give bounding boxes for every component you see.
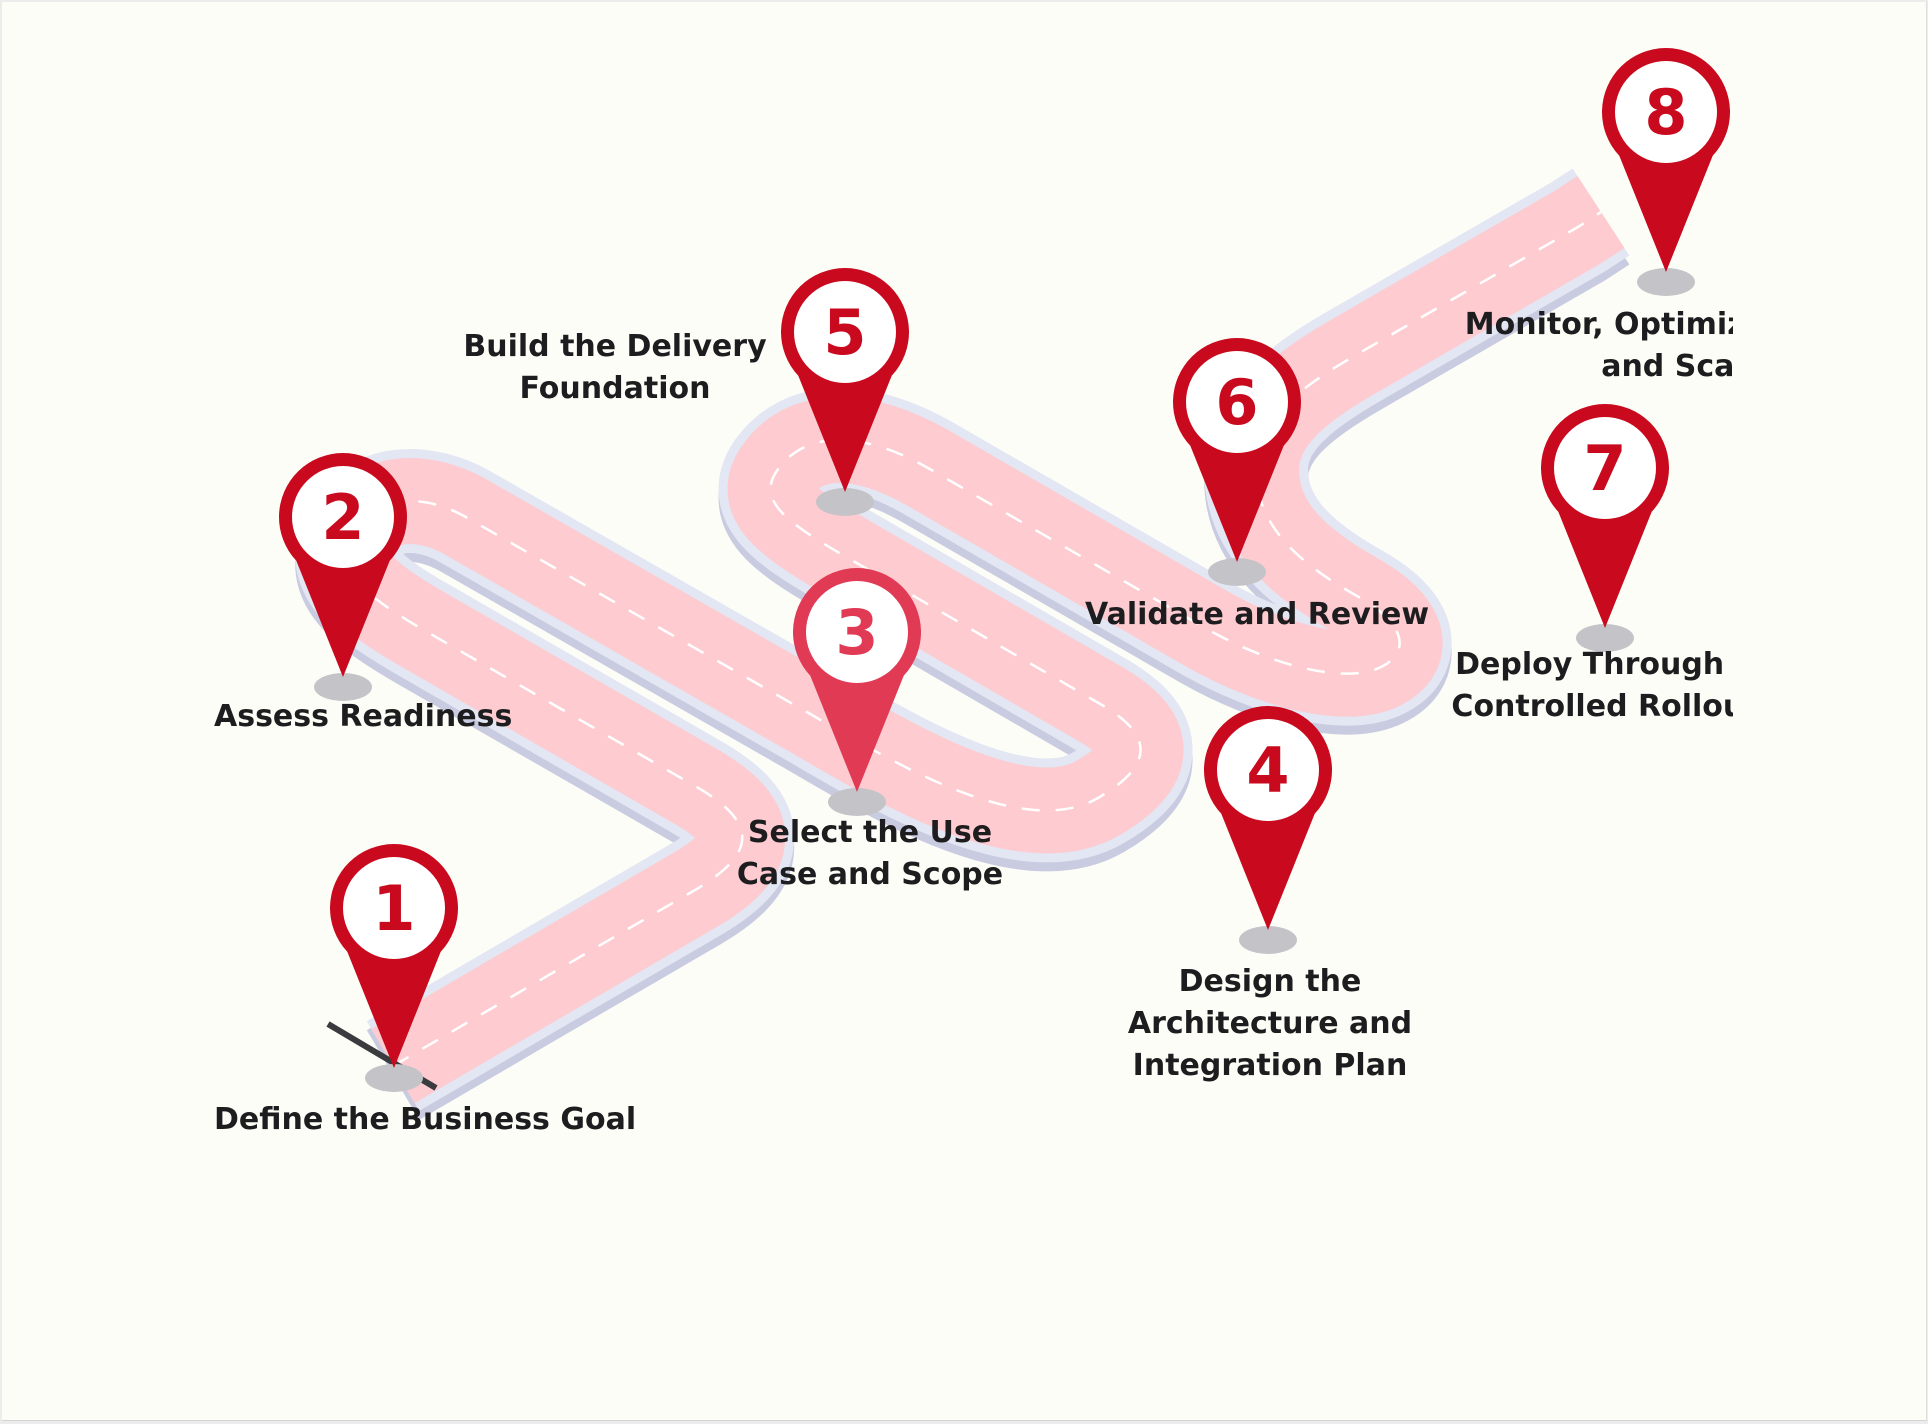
step-6-pin: 6 [1173,338,1301,586]
step-8-pin: 8 [1602,48,1731,296]
step-5-label: Build the Delivery Foundation [463,329,767,406]
pin-shadow [1239,926,1297,954]
pin-shadow [1576,624,1634,652]
winding-road: 1 2 3 4 5 6 7 8 [279,48,1731,1120]
step-2-label: Assess Readiness [214,699,513,734]
roadmap-frame: 1 2 3 4 5 6 7 8 Define the Business Goal Assess… [2,2,1733,1420]
pin-disc [1554,417,1656,519]
step-number: 6 [1215,366,1258,439]
pin-disc [794,281,896,383]
step-4-label: Design the Architecture and Integration … [1127,964,1413,1083]
pin-disc [292,466,394,568]
step-number: 4 [1246,734,1289,807]
step-number: 5 [823,296,866,369]
pin-disc [1615,61,1717,163]
step-5-pin: 5 [781,268,910,516]
pin-disc [343,857,445,959]
step-7-label: Deploy Through a Controlled Rollout [1451,647,1733,724]
step-1-pin: 1 [330,844,459,1092]
step-8-label: Monitor, Optimize and Scale [1464,307,1733,384]
pin-shadow [314,673,372,701]
step-number: 1 [372,872,415,945]
step-number: 2 [321,481,364,554]
step-4-pin: 4 [1204,706,1333,954]
step-1-label: Define the Business Goal [214,1102,637,1137]
step-6-label: Validate and Review [1085,597,1430,632]
step-number: 7 [1583,432,1626,505]
pins-layer: 1 2 3 4 5 6 7 8 [279,48,1731,1092]
pin-shadow [816,488,874,516]
pin-shadow [365,1064,423,1092]
pin-disc [1186,351,1288,453]
pin-shadow [1208,558,1266,586]
step-3-pin: 3 [793,568,921,816]
step-number: 3 [835,596,878,669]
pin-disc [1217,719,1319,821]
step-2-pin: 2 [279,453,407,701]
pin-shadow [1637,268,1695,296]
step-number: 8 [1644,76,1687,149]
step-7-pin: 7 [1540,404,1670,652]
pin-shadow [828,788,886,816]
step-3-label: Select the Use Case and Scope [736,815,1004,892]
pin-disc [806,581,908,683]
